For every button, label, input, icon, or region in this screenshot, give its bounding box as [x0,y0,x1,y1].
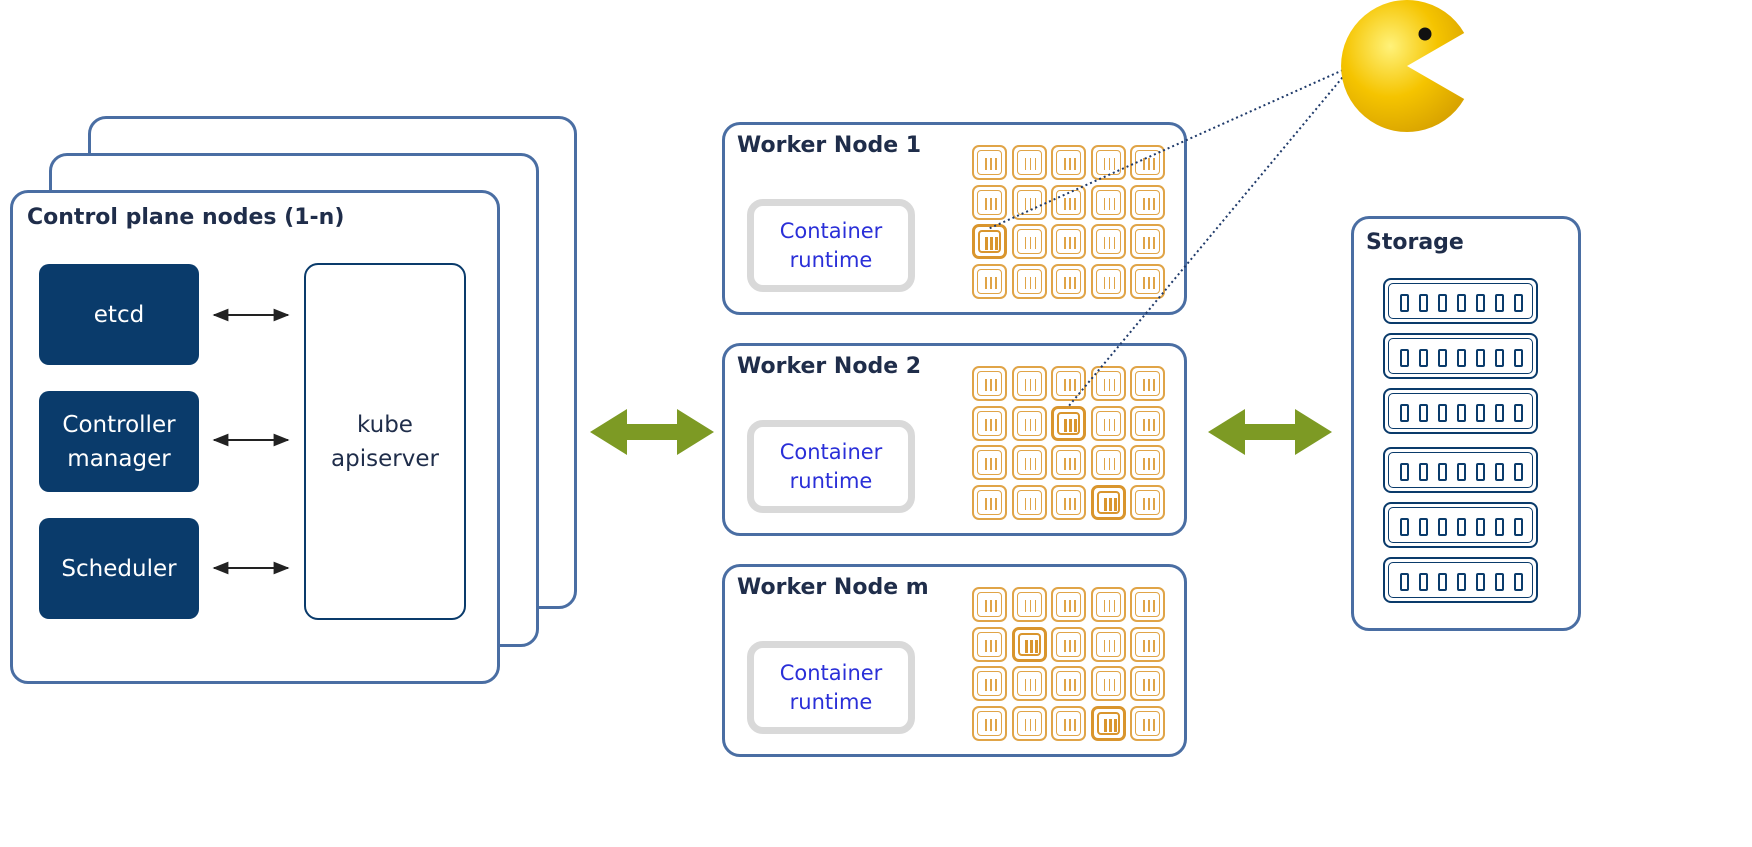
pod-icon [972,366,1007,401]
pod-icon [972,484,1007,520]
container-runtime-label-line2: runtime [789,468,873,493]
etcd-label: etcd [93,301,145,328]
pod-icon [1090,626,1126,662]
pod-icon [1130,405,1165,441]
pod-icon [972,626,1007,662]
container-runtime-label-line1: Container [779,439,883,464]
storage-stack [1383,278,1543,610]
container-runtime-label-line1: Container [779,660,883,685]
scheduler-label: Scheduler [61,555,177,582]
pod-icon [1051,184,1086,220]
active-pod-icon [1090,705,1126,741]
pod-icon [1011,366,1047,401]
controller-manager-box: Controller manager [39,391,199,492]
pod-icon [1051,224,1086,259]
pod-grid [972,366,1166,521]
pod-icon [1011,405,1047,441]
pod-icon [1011,445,1047,480]
pod-icon [1011,705,1047,741]
pod-icon [1130,263,1165,299]
pod-icon [1090,587,1126,622]
pod-icon [1011,263,1047,299]
pod-icon [1130,484,1165,520]
pod-icon [972,263,1007,299]
worker-node-title: Worker Node 1 [737,133,922,158]
pacman-pod-line [987,65,1353,230]
pod-icon [1051,263,1086,299]
controller-manager-label-line1: Controller [62,411,176,438]
pod-icon [972,705,1007,741]
pod-icon [1090,445,1126,480]
pod-icon [1130,666,1165,701]
worker-node-title: Worker Node 2 [737,354,922,379]
pod-icon [1011,587,1047,622]
active-pod-icon [1090,484,1126,520]
pod-icon [1130,705,1165,741]
pod-icon [972,445,1007,480]
pod-icon [1130,445,1165,480]
pod-icon [1090,405,1126,441]
pod-icon [972,184,1007,220]
storage-unit-icon [1383,557,1538,603]
container-runtime-box: Container runtime [747,199,915,292]
pod-icon [1011,484,1047,520]
pod-icon [1130,626,1165,662]
container-runtime-box: Container runtime [747,420,915,513]
storage-title: Storage [1366,230,1464,255]
pod-icon [1051,666,1086,701]
controller-manager-label-line2: manager [67,445,171,472]
storage-unit-icon [1383,447,1538,493]
pod-icon [1011,145,1047,180]
pod-icon [1011,666,1047,701]
pacman-pod-line [1067,65,1353,408]
kube-apiserver-label-line1: kube [357,411,413,438]
pod-icon [1011,184,1047,220]
container-runtime-label-line1: Container [779,218,883,243]
storage-unit-icon [1383,502,1538,548]
pod-icon [1130,366,1165,401]
active-pod-icon [972,224,1007,259]
pod-icon [1051,484,1086,520]
pod-grid [972,145,1166,300]
pod-icon [1090,366,1126,401]
pod-icon [972,145,1007,180]
container-runtime-label-line2: runtime [789,247,873,272]
pod-icon [1090,184,1126,220]
pod-icon [1051,366,1086,401]
storage-unit-icon [1383,278,1538,324]
pod-icon [1051,145,1086,180]
pod-icon [1130,587,1165,622]
pod-icon [1130,224,1165,259]
pod-icon [1011,224,1047,259]
pod-icon [972,666,1007,701]
active-pod-icon [1051,405,1086,441]
worker-node-title: Worker Node m [737,575,929,600]
scheduler-box: Scheduler [39,518,199,619]
kube-apiserver-label-line2: apiserver [331,445,439,472]
pacman-icon [1341,0,1465,132]
container-runtime-label-line2: runtime [789,689,873,714]
workers-storage-arrow [1208,409,1332,455]
container-runtime-box: Container runtime [747,641,915,734]
pod-icon [1130,184,1165,220]
storage-unit-icon [1383,388,1538,434]
pod-grid [972,587,1166,742]
pod-icon [1090,666,1126,701]
pod-icon [1051,445,1086,480]
pod-icon [972,587,1007,622]
pod-icon [1090,145,1126,180]
control-plane-workers-arrow [590,409,714,455]
pod-icon [1051,626,1086,662]
pod-icon [1051,705,1086,741]
pod-icon [972,405,1007,441]
active-pod-icon [1011,626,1047,662]
etcd-box: etcd [39,264,199,365]
control-plane-title: Control plane nodes (1-n) [27,205,345,230]
kube-apiserver-box: kube apiserver [304,263,466,620]
storage-unit-icon [1383,333,1538,379]
pod-icon [1090,224,1126,259]
pod-icon [1051,587,1086,622]
pod-icon [1090,263,1126,299]
